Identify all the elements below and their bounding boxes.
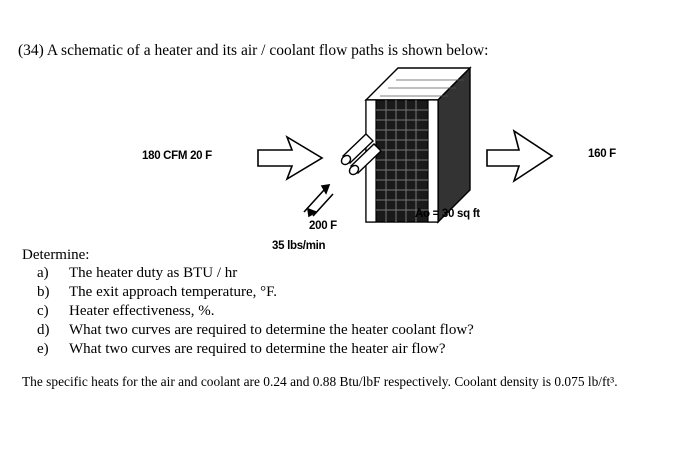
item-text: What two curves are required to determin…: [69, 322, 474, 338]
item-text: What two curves are required to determin…: [69, 341, 446, 357]
coolant-flow-label: 35 lbs/min: [272, 240, 326, 252]
item-letter: d): [37, 322, 50, 338]
inlet-air-arrow: [257, 135, 324, 181]
item-letter: b): [37, 284, 50, 300]
item-text: The exit approach temperature, °F.: [69, 284, 278, 300]
item-text: Heater effectiveness, %.: [69, 303, 215, 319]
item-letter: e): [37, 341, 49, 357]
heater-core: [364, 66, 472, 224]
footer-note: The specific heats for the air and coola…: [22, 374, 618, 389]
coolant-pipes: [340, 133, 383, 176]
coolant-temp-label: 200 F: [309, 220, 337, 232]
item-text: The heater duty as BTU / hr: [69, 265, 238, 281]
outlet-air-arrow: [486, 129, 554, 183]
item-letter: c): [37, 303, 49, 319]
item-letter: a): [37, 265, 49, 281]
outlet-air-label: 160 F: [588, 148, 616, 160]
area-label: Ao = 30 sq ft: [415, 208, 480, 220]
coolant-flow-arrows: [303, 184, 334, 218]
question-title: (34) A schematic of a heater and its air…: [18, 42, 489, 59]
inlet-air-label: 180 CFM 20 F: [142, 150, 212, 162]
determine-heading: Determine:: [22, 247, 90, 263]
